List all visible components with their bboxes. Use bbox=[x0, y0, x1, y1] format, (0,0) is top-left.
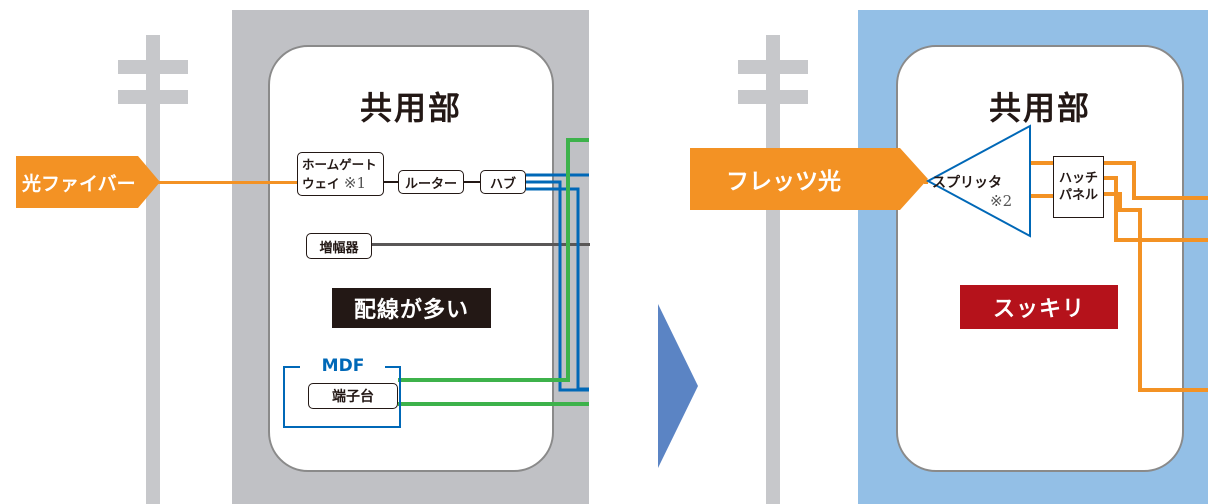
router-label: ルーター bbox=[404, 176, 457, 192]
transition-arrow bbox=[658, 304, 698, 468]
right-pole-crossarm-bottom bbox=[738, 90, 808, 104]
right-shared-area-title: 共用部 bbox=[988, 89, 1091, 127]
left-amplifier-line bbox=[372, 243, 590, 246]
patch-panel-label-1: ハッチ bbox=[1058, 171, 1098, 186]
splitter-label: スプリッタ bbox=[932, 175, 1002, 191]
right-status-tag: スッキリ bbox=[960, 285, 1118, 329]
left-input-arrow bbox=[16, 156, 160, 208]
amplifier-label: 増幅器 bbox=[319, 240, 359, 256]
splitter-note: ※2 bbox=[990, 192, 1013, 210]
right-panel-out-3 bbox=[1104, 192, 1208, 392]
patch-panel-label-2: パネル bbox=[1058, 188, 1098, 203]
hub-box: ハブ bbox=[480, 170, 526, 194]
home-gateway-note: ※1 bbox=[343, 173, 366, 192]
patch-panel-box: ハッチ パネル bbox=[1053, 156, 1104, 218]
left-blue-wire-2 bbox=[526, 180, 589, 392]
left-pole-crossarm-bottom bbox=[118, 90, 188, 104]
home-gateway-label-2: ウェイ bbox=[302, 175, 340, 191]
right-input-label: フレッツ光 bbox=[726, 169, 841, 195]
terminal-label: 端子台 bbox=[332, 389, 374, 405]
left-utility-pole bbox=[146, 35, 160, 504]
left-pole-crossarm-top bbox=[118, 60, 188, 74]
right-panel-out-1 bbox=[1104, 161, 1208, 200]
left-shared-area-title: 共用部 bbox=[359, 89, 462, 127]
hub-label: ハブ bbox=[489, 176, 516, 192]
mdf-label: MDF bbox=[302, 356, 384, 376]
right-shared-area: 共用部 bbox=[896, 45, 1184, 472]
home-gateway-label-1: ホームゲート bbox=[302, 156, 377, 172]
router-box: ルーター bbox=[398, 170, 464, 194]
terminal-box: 端子台 bbox=[308, 383, 398, 409]
right-input-arrow bbox=[690, 148, 928, 210]
right-panel-out-2 bbox=[1104, 176, 1208, 242]
left-blue-wire-3 bbox=[526, 187, 589, 391]
left-input-label: 光ファイバー bbox=[22, 172, 136, 195]
left-gateway-router-link bbox=[384, 181, 398, 183]
amplifier-box: 増幅器 bbox=[306, 233, 372, 259]
left-router-hub-link bbox=[464, 181, 480, 183]
left-green-wire-1 bbox=[398, 138, 589, 382]
splitter-triangle bbox=[926, 124, 1031, 238]
right-pole-crossarm-top bbox=[738, 60, 808, 74]
home-gateway-box: ホームゲート ウェイ ※1 bbox=[297, 152, 384, 196]
left-fiber-line bbox=[150, 181, 298, 184]
mdf-bracket bbox=[283, 366, 401, 428]
left-status-tag: 配線が多い bbox=[332, 288, 491, 328]
